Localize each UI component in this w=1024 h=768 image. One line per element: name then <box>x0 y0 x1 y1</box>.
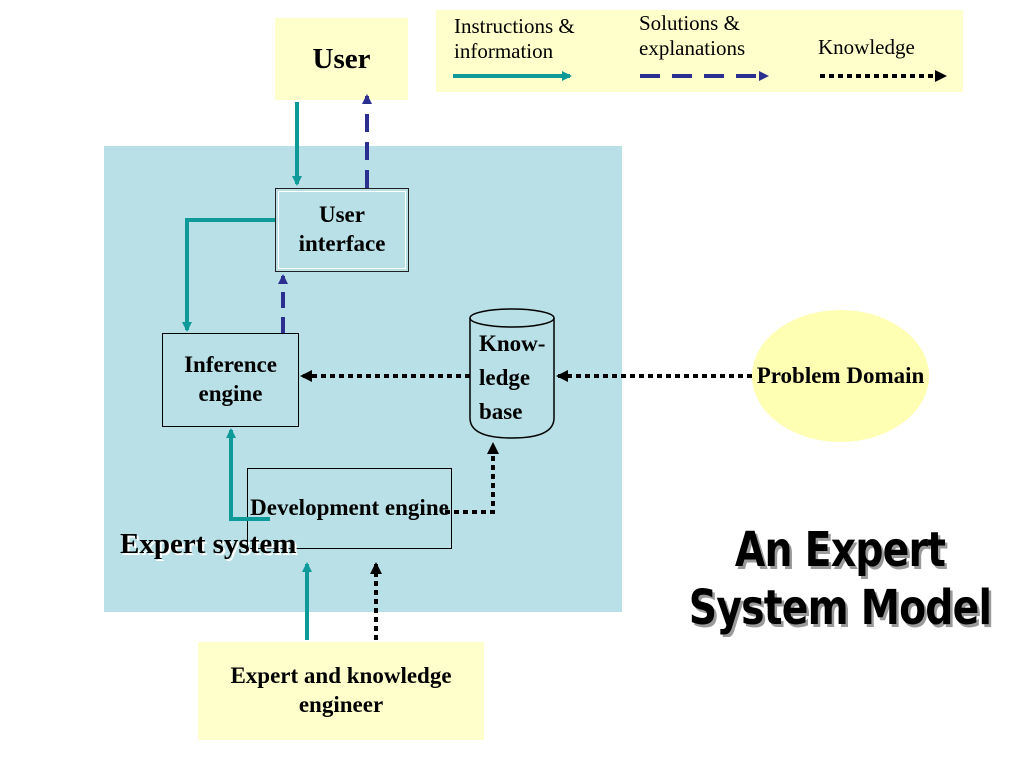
legend-knowledge-label: Knowledge <box>818 35 915 59</box>
problem-domain-node: Problem Domain <box>752 310 929 442</box>
development-engine-node: Development engine <box>247 468 452 549</box>
inference-engine-node: Inference engine <box>162 333 299 427</box>
knowledge-base-node: Know- ledge base <box>479 331 546 424</box>
expert-system-label: Expert system <box>120 528 297 560</box>
legend-solutions-label: Solutions & explanations <box>639 11 746 61</box>
legend: Instructions & information Solutions & e… <box>436 10 963 92</box>
diagram-title: An Expert System Model <box>688 522 992 636</box>
user-interface-node: User interface <box>275 188 409 272</box>
legend-instructions-label: Instructions & information <box>454 14 575 64</box>
expert-engineer-node: Expert and knowledge engineer <box>198 642 484 740</box>
user-node: User <box>275 18 408 100</box>
